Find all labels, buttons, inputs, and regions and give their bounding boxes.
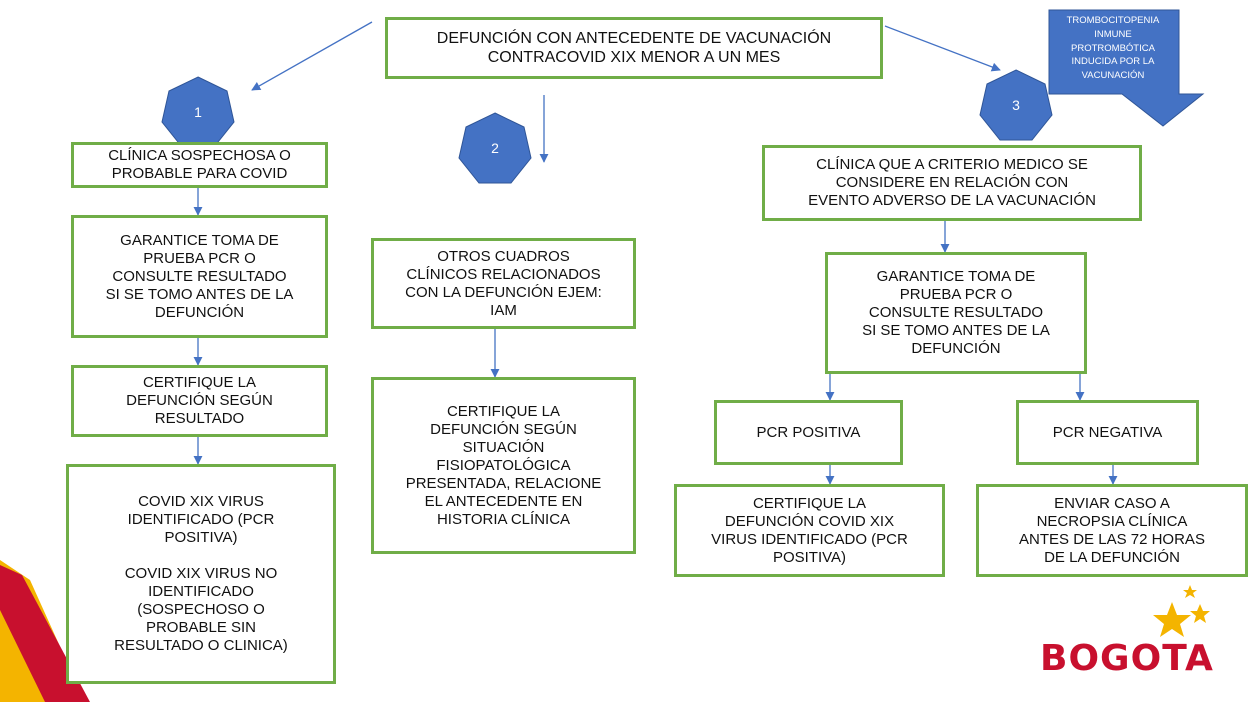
b2-otros-text: OTROS CUADROS CLÍNICOS RELACIONADOS CON … <box>405 247 602 319</box>
b1-clinica-box: CLÍNICA SOSPECHOSA O PROBABLE PARA COVID <box>71 142 328 188</box>
b3-pcr-positiva-box: PCR POSITIVA <box>714 400 903 465</box>
b2-certifique-box: CERTIFIQUE LA DEFUNCIÓN SEGÚN SITUACIÓN … <box>371 377 636 554</box>
branch-2-number: 2 <box>491 140 499 156</box>
b2-certifique-text: CERTIFIQUE LA DEFUNCIÓN SEGÚN SITUACIÓN … <box>405 402 602 528</box>
root-text: DEFUNCIÓN CON ANTECEDENTE DE VACUNACIÓN … <box>436 29 832 66</box>
branch-2-heptagon: 2 <box>458 112 532 184</box>
b1-garantice-text: GARANTICE TOMA DE PRUEBA PCR O CONSULTE … <box>105 231 294 321</box>
b1-resultado-text: COVID XIX VIRUS IDENTIFICADO (PCR POSITI… <box>114 493 288 654</box>
arrow-root-to-3 <box>884 25 1001 72</box>
star-icon <box>1153 602 1191 637</box>
callout-text: TROMBOCITOPENIA INMUNE PROTROMBÓTICA IND… <box>1066 15 1160 82</box>
branch-3-heptagon: 3 <box>979 69 1053 141</box>
b1-clinica-text: CLÍNICA SOSPECHOSA O PROBABLE PARA COVID <box>108 147 291 182</box>
arrow-root-to-1 <box>251 21 373 91</box>
callout-down-arrow <box>1048 9 1205 127</box>
b3-certifique-box: CERTIFIQUE LA DEFUNCIÓN COVID XIX VIRUS … <box>674 484 945 577</box>
branch-1-number: 1 <box>194 104 202 120</box>
b3-clinica-text: CLÍNICA QUE A CRITERIO MEDICO SE CONSIDE… <box>808 156 1096 209</box>
branch-3-number: 3 <box>1012 97 1020 113</box>
b3-clinica-box: CLÍNICA QUE A CRITERIO MEDICO SE CONSIDE… <box>762 145 1142 221</box>
star-icon <box>1183 585 1197 598</box>
b1-certifique-text: CERTIFIQUE LA DEFUNCIÓN SEGÚN RESULTADO <box>126 374 273 427</box>
b3-enviar-box: ENVIAR CASO A NECROPSIA CLÍNICA ANTES DE… <box>976 484 1248 577</box>
root-box: DEFUNCIÓN CON ANTECEDENTE DE VACUNACIÓN … <box>385 17 883 79</box>
b3-pcr-negativa-text: PCR NEGATIVA <box>1052 423 1163 441</box>
b1-certifique-box: CERTIFIQUE LA DEFUNCIÓN SEGÚN RESULTADO <box>71 365 328 437</box>
b3-pcr-positiva-text: PCR POSITIVA <box>756 423 861 441</box>
b3-garantice-text: GARANTICE TOMA DE PRUEBA PCR O CONSULTE … <box>862 268 1050 357</box>
logo-bogota: BOGOTA <box>1040 638 1214 679</box>
b1-resultado-box: COVID XIX VIRUS IDENTIFICADO (PCR POSITI… <box>66 464 336 684</box>
b1-garantice-box: GARANTICE TOMA DE PRUEBA PCR O CONSULTE … <box>71 215 328 338</box>
b3-certifique-text: CERTIFIQUE LA DEFUNCIÓN COVID XIX VIRUS … <box>711 494 908 566</box>
b3-garantice-box: GARANTICE TOMA DE PRUEBA PCR O CONSULTE … <box>825 252 1087 374</box>
b3-enviar-text: ENVIAR CASO A NECROPSIA CLÍNICA ANTES DE… <box>1019 494 1205 566</box>
star-icon <box>1190 604 1210 623</box>
b2-otros-box: OTROS CUADROS CLÍNICOS RELACIONADOS CON … <box>371 238 636 329</box>
b3-pcr-negativa-box: PCR NEGATIVA <box>1016 400 1199 465</box>
